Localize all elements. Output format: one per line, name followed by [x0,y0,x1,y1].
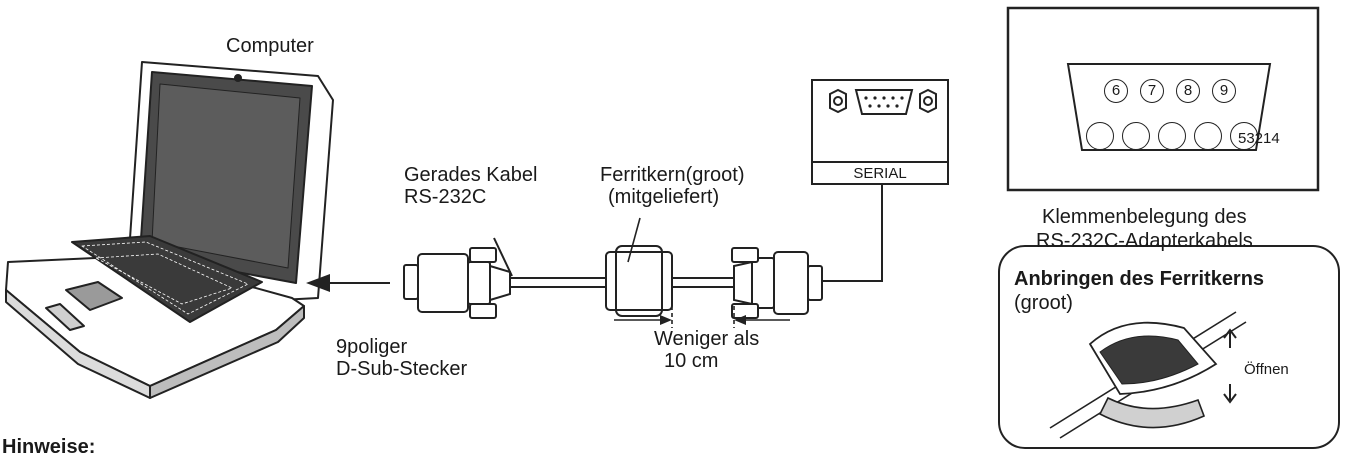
serial-port-panel [811,79,949,185]
pin-9: 9 [1212,79,1236,103]
pin-hole-3 [1158,122,1186,150]
connector-label-line1: 9poliger [336,336,408,358]
open-label: Öffnen [1244,361,1289,378]
pin-hole-5 [1230,122,1258,150]
laptop-computer-illustration [5,61,334,399]
bottom-pin-numbers: 53214 [1238,130,1280,147]
cable-label-line1: Gerades Kabel [404,164,538,186]
ferrite-core [605,217,673,317]
pin-hole-4 [1194,122,1222,150]
right-dsub-connector [731,247,823,319]
connector-label-line2: D-Sub-Stecker [336,358,468,380]
pin-hole-1 [1086,122,1114,150]
pin-hole-2 [1122,122,1150,150]
hinweise-heading: Hinweise: [2,436,96,458]
left-dsub-connector [403,247,511,319]
ferrite-attach-title: Anbringen des Ferritkerns [1014,268,1265,290]
pin-caption-line1: Klemmenbelegung des [1042,206,1247,228]
ferrite-attach-box [998,245,1340,449]
arrow-to-computer [306,274,390,292]
pin-6: 6 [1104,79,1128,103]
ferrite-label-line1: Ferritkern(groot) [600,164,745,186]
serial-port-label: SERIAL [853,165,906,182]
cable-label-line2: RS-232C [404,186,487,208]
pin-assignment-box [1006,6,1320,192]
pin-caption-line2: RS-232C-Adapterkabels [1036,230,1253,252]
straight-cable [493,237,734,288]
ferrite-attach-subtitle: (groot) [1014,292,1073,314]
distance-label-line1: Weniger als [654,328,760,350]
pin-8: 8 [1176,79,1200,103]
distance-label-line2: 10 cm [664,350,719,372]
ferrite-label-line2: (mitgeliefert) [608,186,720,208]
distance-markers [614,306,790,328]
pin-7: 7 [1140,79,1164,103]
computer-label: Computer [226,35,314,57]
